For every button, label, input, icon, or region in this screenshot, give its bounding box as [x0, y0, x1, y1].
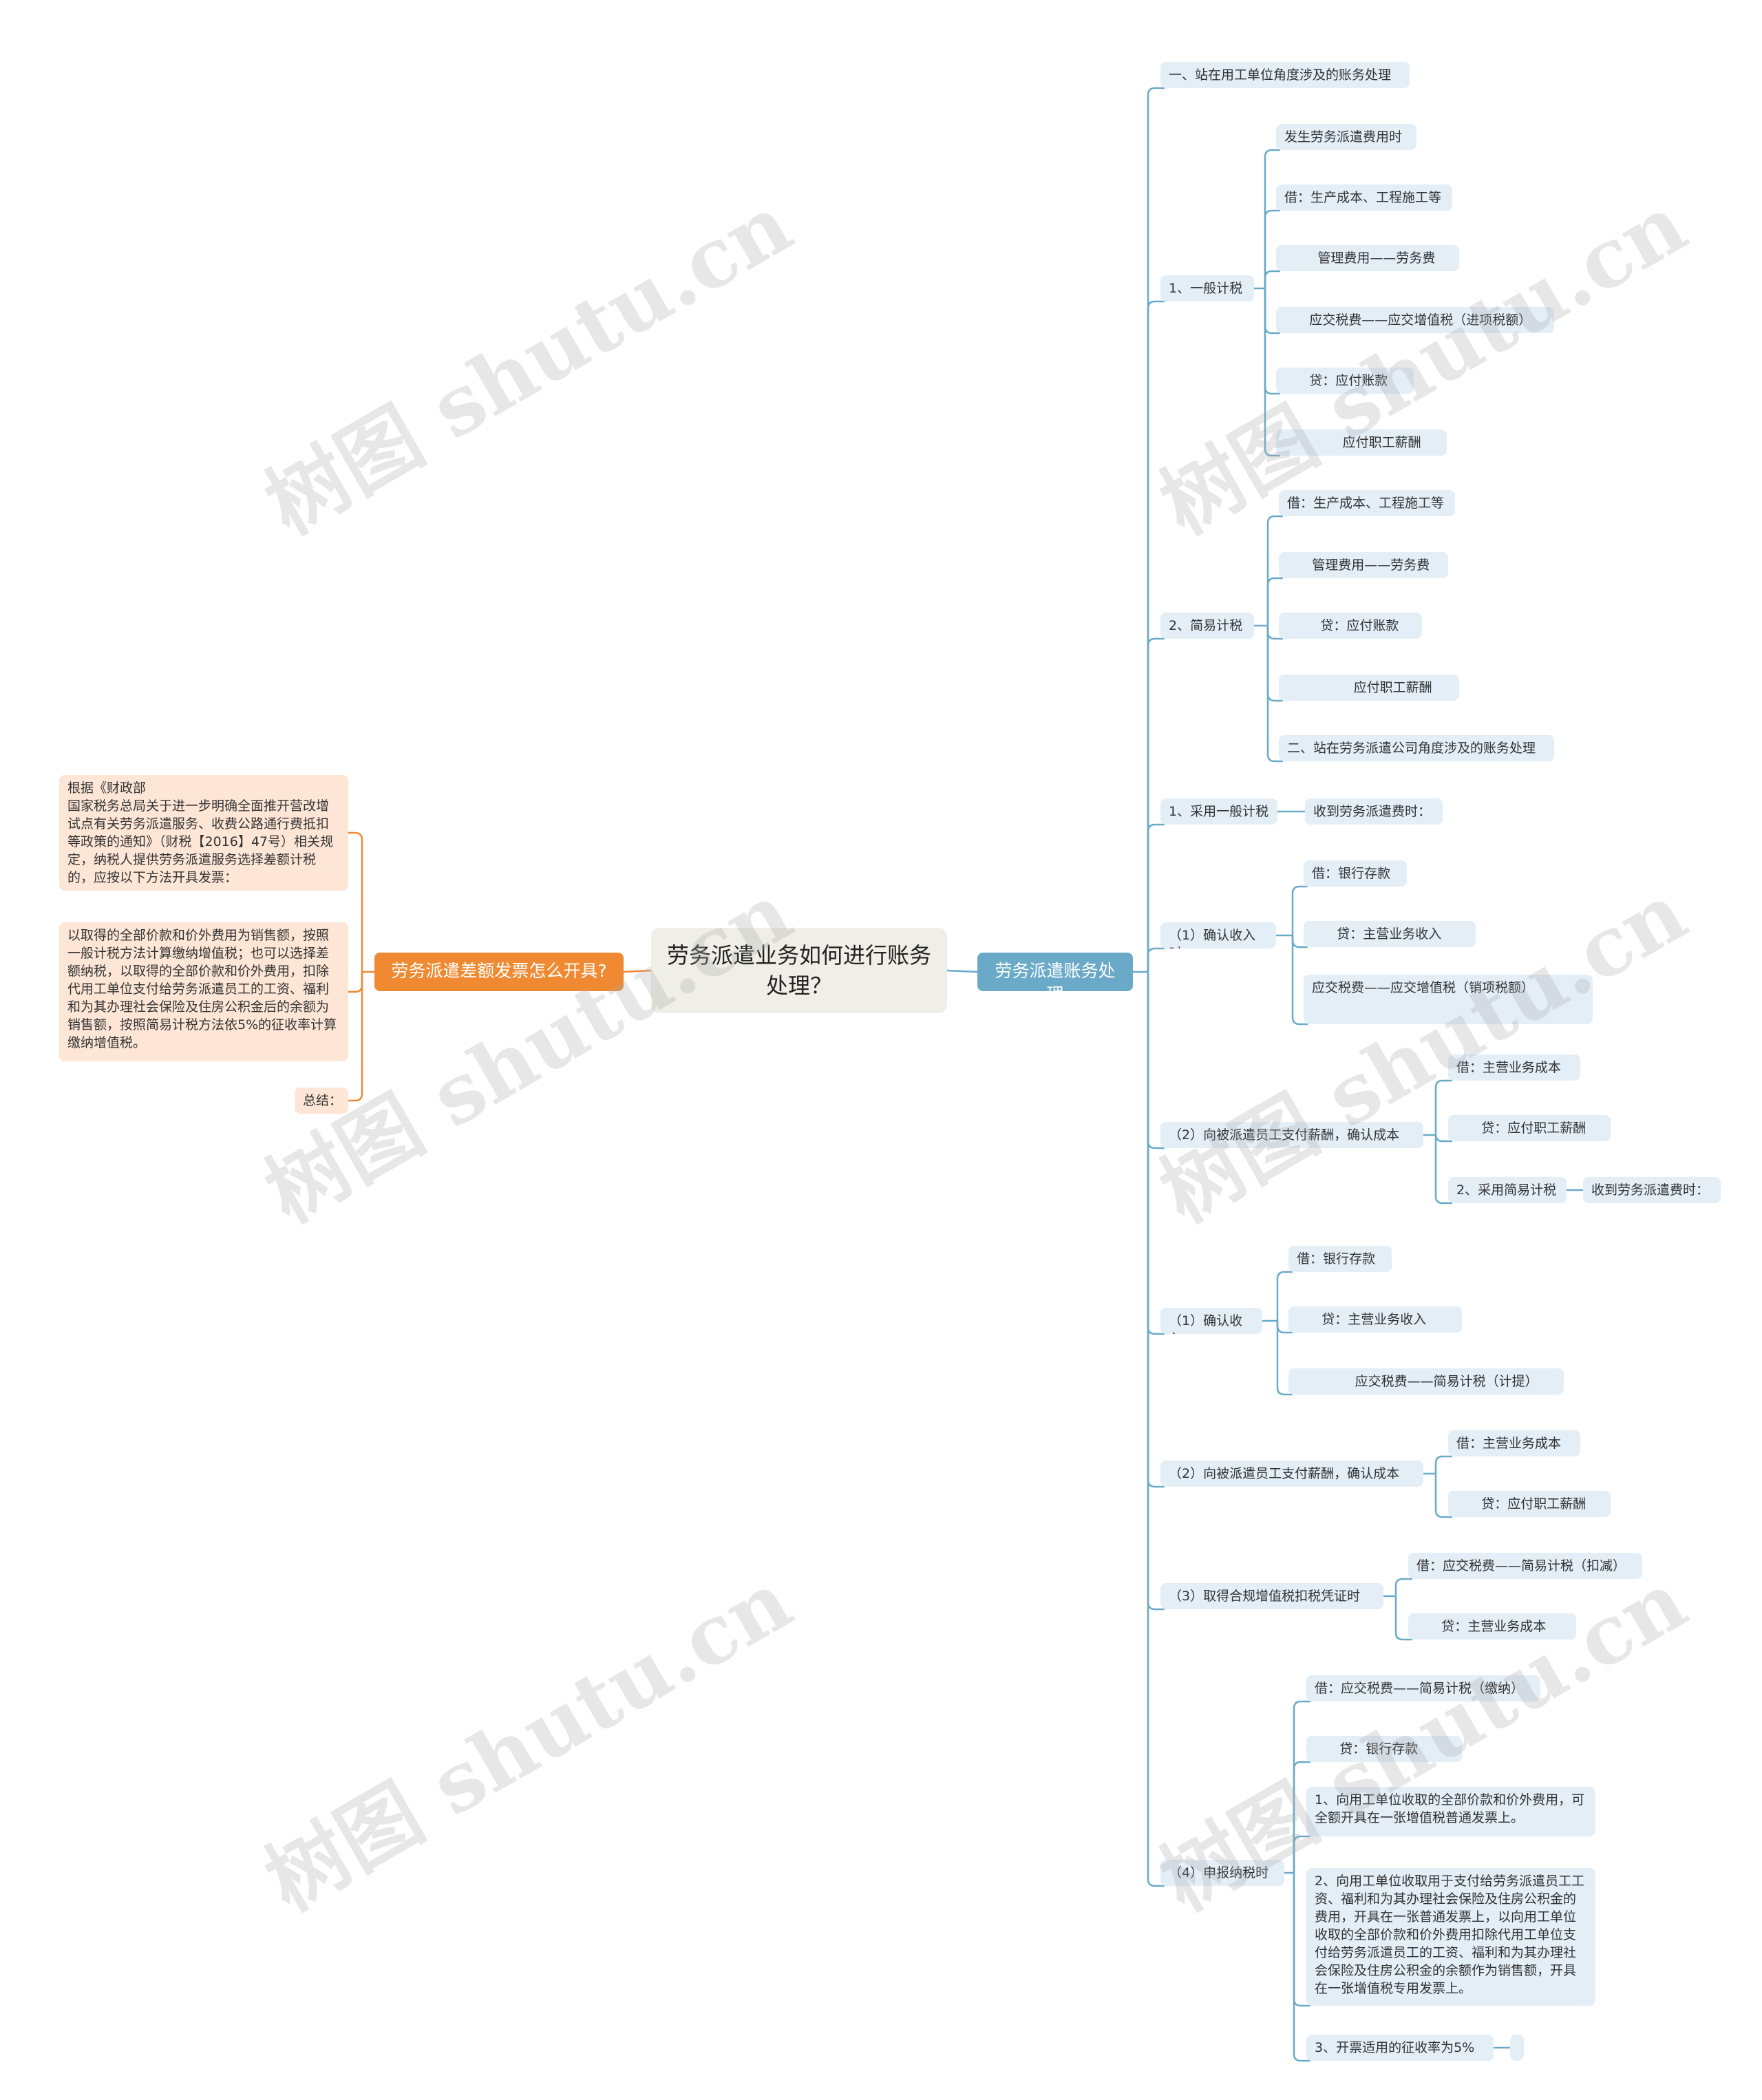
connector-1 — [623, 969, 652, 973]
r-item-6[interactable]: （1）确认收入 — [1160, 1308, 1262, 1334]
connector-43 — [1434, 1455, 1452, 1474]
watermark-5: 树图 shutu.cn — [250, 1552, 807, 1929]
connector-3 — [1147, 87, 1165, 972]
r1-c4[interactable]: 贷：应付账款 — [1276, 368, 1414, 394]
connector-10 — [1147, 972, 1165, 1488]
r2-c1[interactable]: 管理费用——劳务费 — [1279, 552, 1448, 578]
left-leaf-summary[interactable]: 总结： — [295, 1088, 348, 1114]
connector-0 — [946, 969, 978, 973]
r2-c0[interactable]: 借：生产成本、工程施工等 — [1279, 490, 1455, 516]
watermark-1: 树图 shutu.cn — [250, 176, 807, 553]
r-item-2[interactable]: 2、简易计税 — [1160, 613, 1254, 639]
connector-8 — [1147, 972, 1165, 1149]
r-item-9[interactable]: （4）申报纳税时 — [1160, 1860, 1284, 1886]
r8-c1[interactable]: 贷：主营业务成本 — [1408, 1613, 1576, 1640]
r9-c2[interactable]: 1、向用工单位收取的全部价款和价外费用，可全额开具在一张增值税普通发票上。 — [1306, 1787, 1595, 1836]
connector-9 — [1147, 972, 1165, 1335]
left-leaf-method[interactable]: 以取得的全部价款和价外费用为销售额，按照一般计税方法计算缴纳增值税；也可以选择差… — [59, 922, 348, 1061]
r9-c4[interactable]: 3、开票适用的征收率为5% — [1306, 2035, 1494, 2061]
left-leaf-policy[interactable]: 根据《财政部 国家税务总局关于进一步明确全面推开营改增试点有关劳务派遣服务、收费… — [59, 775, 348, 891]
r2-c4[interactable]: 二、站在劳务派遣公司角度涉及的账务处理 — [1279, 735, 1554, 761]
connector-12 — [1147, 972, 1165, 1887]
r5-c0[interactable]: 借：主营业务成本 — [1448, 1054, 1580, 1081]
r9-c4-empty[interactable] — [1510, 2035, 1524, 2061]
r1-c5[interactable]: 应付职工薪酬 — [1276, 429, 1447, 456]
connector-6 — [1147, 823, 1165, 972]
r-item-4[interactable]: （1）确认收入时 — [1160, 922, 1276, 948]
r4-c1[interactable]: 贷：主营业务收入 — [1304, 921, 1476, 947]
connector-46 — [1394, 1578, 1412, 1596]
connector-11 — [1147, 972, 1165, 1611]
r-item-5[interactable]: （2）向被派遣员工支付薪酬，确认成本 — [1160, 1122, 1423, 1148]
left-branch-invoice[interactable]: 劳务派遣差额发票怎么开具? — [374, 953, 624, 991]
right-branch-accounting[interactable]: 劳务派遣账务处理 — [977, 953, 1133, 991]
r4-c0[interactable]: 借：银行存款 — [1304, 860, 1407, 887]
r1-c0[interactable]: 发生劳务派遣费用时 — [1276, 124, 1416, 150]
r6-c2[interactable]: 应交税费——简易计税（计提） — [1288, 1368, 1564, 1394]
r-item-3[interactable]: 1、采用一般计税 — [1160, 798, 1277, 825]
r6-c0[interactable]: 借：银行存款 — [1288, 1246, 1392, 1272]
root-topic[interactable]: 劳务派遣业务如何进行账务处理？ — [651, 928, 947, 1013]
r-item-0[interactable]: 一、站在用工单位角度涉及的账务处理 — [1160, 62, 1410, 88]
r7-c0[interactable]: 借：主营业务成本 — [1448, 1430, 1580, 1456]
r4-c2[interactable]: 应交税费——应交增值税（销项税额） — [1304, 975, 1593, 1024]
connector-51 — [1293, 1835, 1310, 1873]
r-item-1[interactable]: 1、一般计税 — [1160, 275, 1254, 301]
r7-c1[interactable]: 贷：应付职工薪酬 — [1448, 1491, 1611, 1517]
r2-c3[interactable]: 应付职工薪酬 — [1279, 675, 1459, 701]
connector-16 — [1264, 270, 1280, 288]
r5-c1[interactable]: 贷：应付职工薪酬 — [1448, 1115, 1611, 1141]
r9-c1[interactable]: 贷：银行存款 — [1306, 1736, 1462, 1762]
r9-c0[interactable]: 借：应交税费——简易计税（缴纳） — [1306, 1675, 1540, 1701]
r1-c1[interactable]: 借：生产成本、工程施工等 — [1276, 184, 1452, 211]
r2-c2[interactable]: 贷：应付账款 — [1279, 613, 1422, 639]
r8-c0[interactable]: 借：应交税费——简易计税（扣减） — [1408, 1553, 1642, 1579]
r9-c3[interactable]: 2、向用工单位收取用于支付给劳务派遣员工工资、福利和为其办理社会保险及住房公积金… — [1306, 1868, 1595, 2006]
r6-c1[interactable]: 贷：主营业务收入 — [1288, 1306, 1462, 1333]
r5-subchild[interactable]: 收到劳务派遣费时： — [1583, 1177, 1721, 1203]
r5-c2[interactable]: 2、采用简易计税 — [1448, 1177, 1567, 1203]
r1-c2[interactable]: 管理费用——劳务费 — [1276, 245, 1459, 271]
connector-7 — [1147, 947, 1165, 972]
r1-c3[interactable]: 应交税费——应交增值税（进项税额） — [1276, 307, 1554, 333]
r3-c0[interactable]: 收到劳务派遣费时： — [1305, 798, 1443, 825]
r-item-8[interactable]: （3）取得合规增值税扣税凭证时 — [1160, 1583, 1383, 1609]
r-item-7[interactable]: （2）向被派遣员工支付薪酬，确认成本 — [1160, 1461, 1423, 1487]
